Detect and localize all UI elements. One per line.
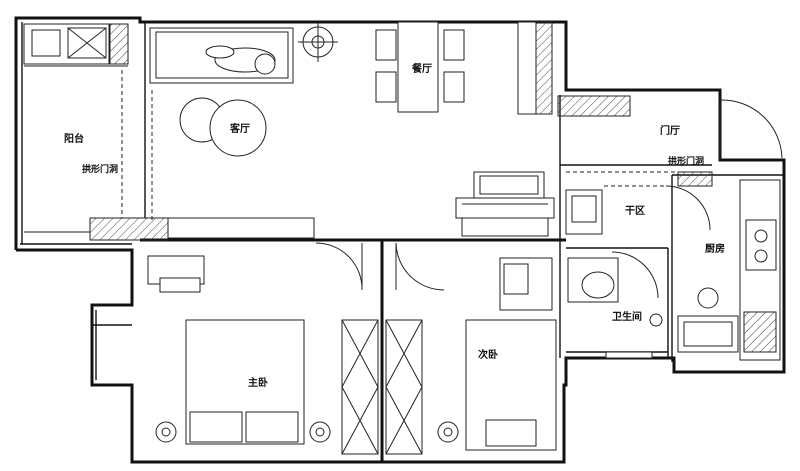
room-label-dining: 餐厅 xyxy=(411,62,432,75)
bathroom-area xyxy=(567,251,663,359)
interior-walls xyxy=(131,22,784,462)
room-label-kitchen: 厨房 xyxy=(705,242,725,255)
room-label-balcony: 阳台 xyxy=(64,132,84,145)
dry-area xyxy=(565,185,711,235)
room-label-master-bedroom: 主卧 xyxy=(248,376,268,389)
dining-furniture xyxy=(375,21,553,115)
arch-opening-label-2: 拱形门洞 xyxy=(668,155,704,167)
room-label-bathroom: 卫生间 xyxy=(612,310,642,323)
living-room-furniture xyxy=(149,22,555,239)
second-bedroom-furniture xyxy=(385,242,557,455)
kitchen-area xyxy=(677,179,781,361)
balcony-area xyxy=(23,23,169,241)
room-label-living: 客厅 xyxy=(229,122,250,135)
foyer-area xyxy=(557,95,783,187)
room-label-second-bedroom: 次卧 xyxy=(478,348,498,361)
room-label-dry-area: 干区 xyxy=(625,205,645,217)
master-bedroom-furniture xyxy=(147,242,379,455)
arch-opening-label-1: 拱形门洞 xyxy=(82,163,118,175)
room-label-foyer: 门厅 xyxy=(660,124,680,137)
